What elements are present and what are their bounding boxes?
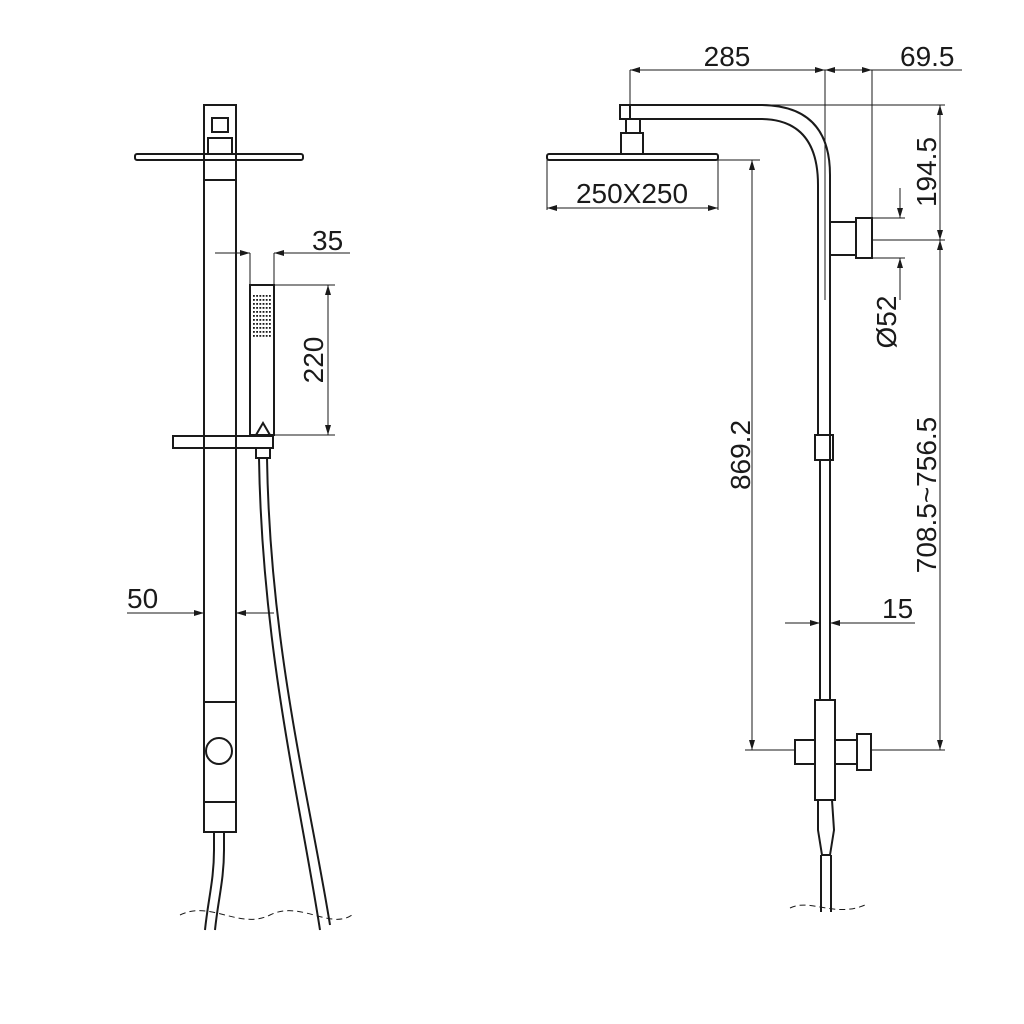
nozzle-dot [256, 295, 258, 297]
nozzle-dot [256, 323, 258, 325]
nozzle-dot [262, 327, 265, 329]
mixer-knob [205, 737, 233, 765]
nozzle-dot [269, 299, 271, 301]
nozzle-dot [259, 335, 262, 337]
nozzle-dot [259, 323, 262, 325]
nozzle-dot [265, 331, 268, 333]
nozzle-dot [262, 331, 265, 333]
nozzle-dot [265, 335, 268, 337]
nozzle-dot [259, 319, 262, 321]
nozzle-dot [269, 295, 271, 297]
nozzle-dot [256, 335, 258, 337]
nozzle-dot [253, 331, 255, 333]
bottom-pipe [204, 832, 215, 931]
nozzle-dot [269, 331, 271, 333]
slider-bracket [172, 435, 274, 449]
column [203, 159, 237, 833]
dim-hand-shower-length: 220 [298, 337, 329, 384]
nozzle-dot [262, 299, 265, 301]
nozzle-dot [256, 303, 258, 305]
head-connector [211, 117, 229, 133]
nozzle-dot [253, 319, 255, 321]
nozzle-dot [262, 303, 265, 305]
nozzle-dot [259, 311, 262, 313]
dim-arm-reach: 285 [704, 41, 751, 72]
wall-flange [855, 217, 873, 259]
nozzle-dot [259, 299, 262, 301]
nozzle-dot [253, 323, 255, 325]
nozzle-dot [265, 303, 268, 305]
head-connector-nut [207, 137, 233, 155]
nozzle-dot [269, 319, 271, 321]
nozzle-dot [256, 315, 258, 317]
nozzle-dot [253, 335, 255, 337]
dim-head-size: 250X250 [576, 178, 688, 209]
mixer-box [203, 701, 237, 803]
break-line [179, 910, 353, 920]
nozzle-dot [259, 307, 262, 309]
nozzle-dot [265, 311, 268, 313]
nozzle-dot [269, 323, 271, 325]
nozzle-dot [256, 319, 258, 321]
nozzle-dot [262, 307, 265, 309]
nozzle-dot [262, 295, 265, 297]
nozzle-dot [253, 311, 255, 313]
nozzle-dot [259, 303, 262, 305]
mixer-plate [814, 699, 836, 801]
nozzle-dot [253, 307, 255, 309]
nozzle-dot [269, 307, 271, 309]
dim-adjust-range: 708.5~756.5 [911, 417, 942, 574]
riser-coupling [814, 434, 834, 461]
dim-column-width: 50 [127, 583, 158, 614]
front-view: 35 220 50 [127, 104, 353, 931]
nozzle-dot [265, 327, 268, 329]
nozzle-dot [259, 331, 262, 333]
nozzle-dot [265, 307, 268, 309]
dim-total-height: 869.2 [725, 420, 756, 490]
nozzle-dot [259, 295, 262, 297]
nozzle-dot [262, 311, 265, 313]
nozzle-dot [262, 323, 265, 325]
nozzle-dot [265, 315, 268, 317]
nozzle-dot [256, 331, 258, 333]
nozzle-dot [269, 311, 271, 313]
nozzle-dot [262, 315, 265, 317]
nozzle-dot [259, 327, 262, 329]
mixer-inlet [834, 739, 858, 765]
break-line [789, 904, 866, 910]
nozzle-dot [262, 335, 265, 337]
mixer-handle [794, 739, 816, 765]
hose [258, 457, 321, 931]
nozzle-dot [253, 299, 255, 301]
nozzle-dot [256, 327, 258, 329]
nozzle-dot [265, 295, 268, 297]
dim-arm-height: 194.5 [911, 137, 942, 207]
nozzle-dot [256, 307, 258, 309]
dim-pipe-diameter: 15 [882, 593, 913, 624]
nozzle-dot [253, 315, 255, 317]
nozzle-dot [253, 327, 255, 329]
nozzle-dot [269, 327, 271, 329]
outlet-nozzle [817, 799, 836, 856]
nozzle-dot [265, 299, 268, 301]
nozzle-dot [256, 311, 258, 313]
nozzle-dot [259, 315, 262, 317]
nozzle-dot [253, 303, 255, 305]
nozzle-dot [265, 319, 268, 321]
side-view: 285 69.5 250X250 194.5 708.5~756.5 Ø52 8… [546, 41, 962, 912]
nozzle-dot [269, 303, 271, 305]
nozzle-dot [262, 319, 265, 321]
dim-flange-diameter: Ø52 [871, 296, 902, 349]
dim-wall-offset: 69.5 [900, 41, 955, 72]
head-connector-side [625, 118, 641, 134]
hand-shower-nozzles [253, 295, 271, 337]
wall-bracket [829, 221, 857, 256]
nozzle-dot [253, 295, 255, 297]
nozzle-dot [265, 323, 268, 325]
nozzle-dot [269, 335, 271, 337]
dim-hand-shower-width: 35 [312, 225, 343, 256]
nozzle-dot [269, 315, 271, 317]
nozzle-dot [256, 299, 258, 301]
